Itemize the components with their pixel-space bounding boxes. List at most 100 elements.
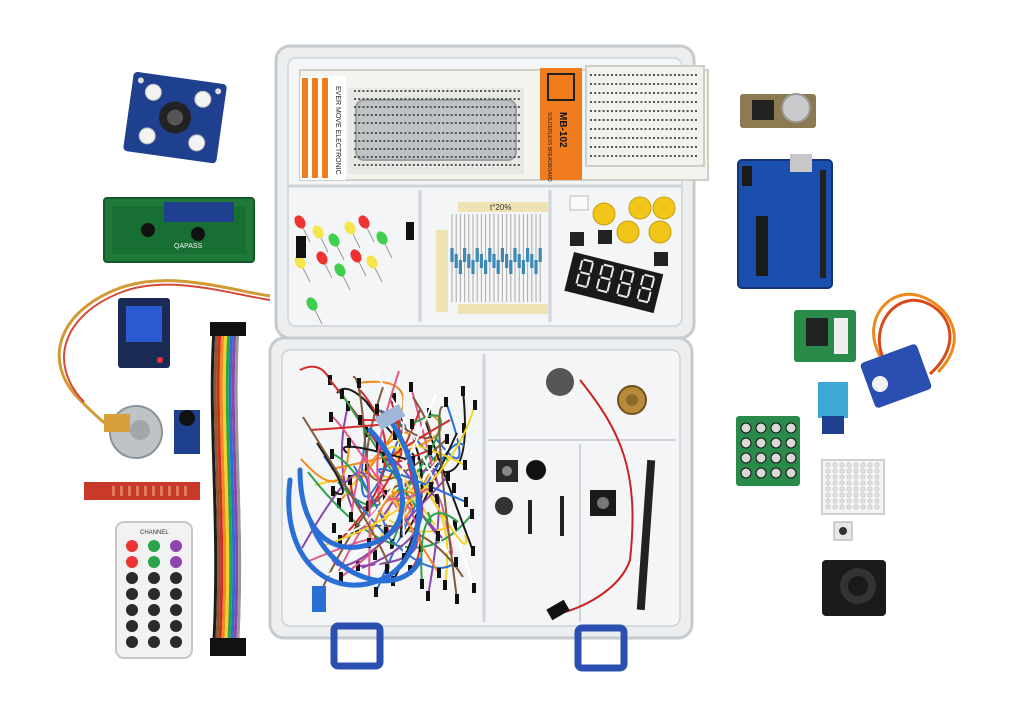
keypad-key [740,437,752,449]
breadboard-model-text: MB-102 [557,112,568,148]
matrix-dot [832,492,838,498]
wire-pin [392,393,396,403]
color-sensor-module [123,71,227,164]
trace [160,486,163,496]
ribbon-wire [213,329,221,641]
matrix-dot [860,504,866,510]
segment [619,270,624,281]
segment [580,271,591,276]
wire-pin [428,445,432,455]
resistor [509,260,513,274]
matrix-dot [874,486,880,492]
matrix-dot [874,462,880,468]
matrix-dot [846,474,852,480]
wire-pin [462,423,466,433]
arduino-uno-board [737,154,833,289]
keypad-key [755,437,767,449]
trace [168,486,171,496]
matrix-dot [825,474,831,480]
resistor [450,248,454,262]
matrix-dot [874,498,880,504]
matrix-dot [825,486,831,492]
servo-motor [860,292,956,408]
remote-key [126,636,138,648]
matrix-dot [867,498,873,504]
matrix-dot [874,474,880,480]
jumper-wire [341,393,432,524]
matrix-dot [853,462,859,468]
wire-pin [375,404,379,414]
resistor [454,254,458,268]
matrix-dot [825,468,831,474]
matrix-dot [853,474,859,480]
resistor [484,260,488,274]
matrix-dot [874,480,880,486]
wire-pin [340,389,344,399]
matrix-dot [846,462,852,468]
keypad-key [740,422,752,434]
keypad-key [770,422,782,434]
remote-key [148,572,160,584]
jumper-wire [342,445,414,462]
matrix-dot [825,480,831,486]
matrix-dot [867,492,873,498]
matrix-dot [832,462,838,468]
ribbon-wire [237,329,245,641]
led [306,297,318,311]
matrix-dot [853,504,859,510]
wire-pin [470,509,474,519]
led [312,225,324,239]
breadboard-sub-text: SOLDERLESS BREADBOARD [546,112,552,182]
trace [176,486,179,496]
ribbon-wire [216,329,224,641]
ribbon-wire [228,329,236,641]
jumper-wire [300,442,350,483]
segment [595,278,601,289]
matrix-dot [839,468,845,474]
leds [294,215,414,325]
led [328,233,340,247]
matrix-dot [832,498,838,504]
segment [644,273,655,279]
trace [136,486,139,496]
segment [589,262,594,273]
remote-key [148,636,160,648]
remote-key [170,556,182,568]
keypad-key [755,467,767,479]
wire-pin [366,501,370,511]
remote-key [170,620,182,632]
wire-pin [347,438,351,448]
jumper-wire [361,445,424,569]
wire-pin [348,475,352,485]
matrix-dot [839,480,845,486]
ribbon-connector-bottom [210,638,246,656]
matrix-dot [853,468,859,474]
stepper-motor [104,405,163,459]
jumper-wire [350,455,371,582]
matrix-dot [832,480,838,486]
wire-pin [410,419,414,429]
led [294,255,306,269]
led [344,221,356,235]
matrix-dot [825,492,831,498]
wire-pin [376,441,380,451]
matrix-dot [846,468,852,474]
wire-pin [357,378,361,388]
wire-pin [454,557,458,567]
segment [647,291,652,302]
matrix-dot [867,468,873,474]
resistor [488,248,492,262]
remote-key [170,604,182,616]
jumper-wire [376,370,432,501]
sound-sensor-module [174,410,200,454]
remote-key [148,588,160,600]
segment [626,286,632,297]
remote-key [148,556,160,568]
dht11-sensor [818,382,848,434]
segment [606,281,611,292]
wire-pin [435,494,439,504]
remote-key [170,572,182,584]
wire-pin [346,401,350,411]
wire-pin [374,587,378,597]
resistor [492,254,496,268]
